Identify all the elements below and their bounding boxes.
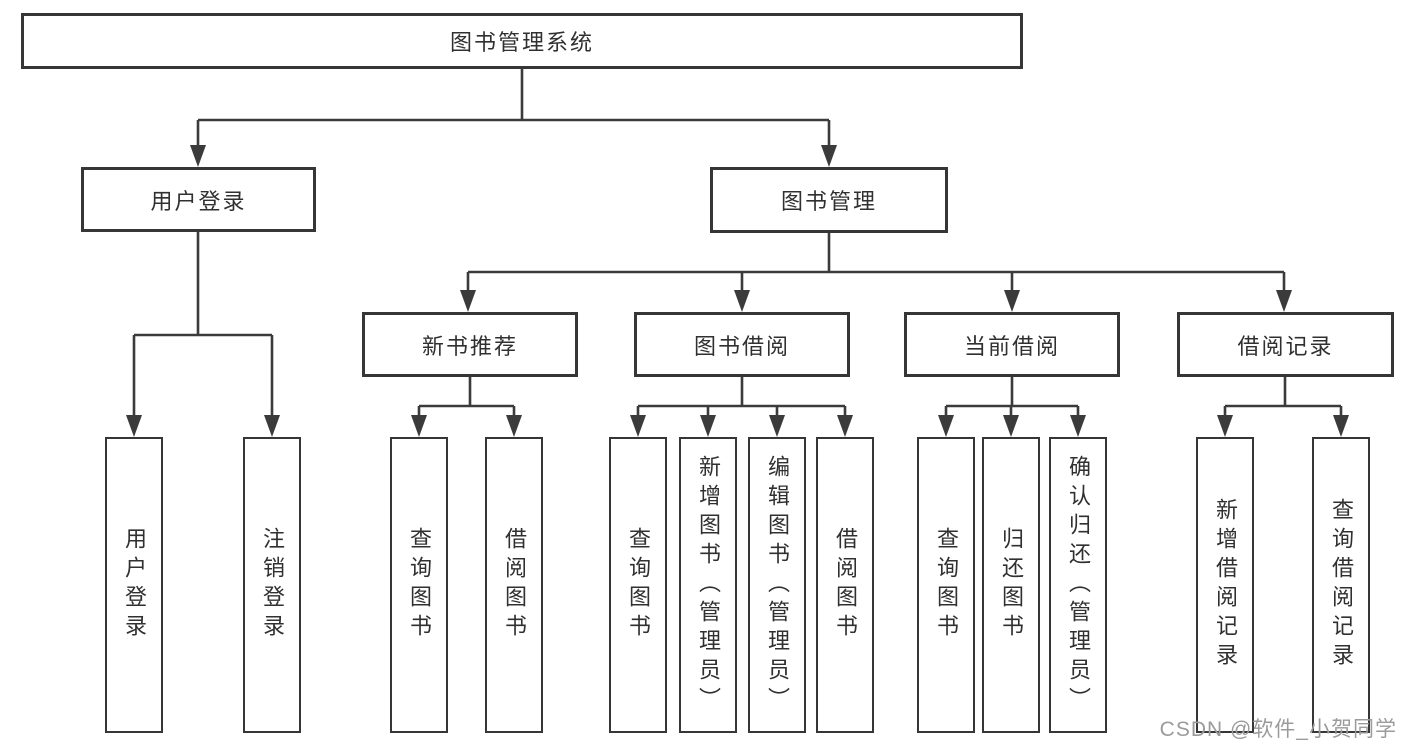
csdn-watermark: CSDN @软件_小贺同学 (1159, 718, 1397, 741)
node-leaf-query-books: 查询图书 (390, 437, 448, 733)
node-leaf-return-books: 归还图书 (982, 437, 1040, 733)
node-leaf-query-books-2: 查询图书 (609, 437, 667, 733)
leaf-label: 查询图书 (407, 527, 432, 643)
arrowheads (126, 145, 1349, 437)
node-leaf-borrow-books-2: 借阅图书 (816, 437, 874, 733)
node-borrow-records: 借阅记录 (1177, 312, 1394, 377)
leaf-label: 借阅图书 (502, 527, 527, 643)
leaf-label: 新增借阅记录 (1213, 498, 1238, 672)
leaf-label: 借阅图书 (833, 527, 858, 643)
node-leaf-query-books-3: 查询图书 (917, 437, 975, 733)
leaf-label: 新增图书（管理员） (696, 454, 721, 716)
node-leaf-edit-books-admin: 编辑图书（管理员） (748, 437, 806, 733)
node-root: 图书管理系统 (21, 13, 1023, 69)
node-leaf-logout: 注销登录 (243, 437, 301, 733)
leaf-label: 查询借阅记录 (1329, 498, 1354, 672)
leaf-label: 归还图书 (999, 527, 1024, 643)
leaf-label: 编辑图书（管理员） (765, 454, 790, 716)
node-leaf-query-borrow-record: 查询借阅记录 (1312, 437, 1370, 733)
node-user-login: 用户登录 (81, 167, 316, 232)
node-leaf-user-login: 用户登录 (105, 437, 163, 733)
node-new-book-recommend: 新书推荐 (362, 312, 578, 377)
node-leaf-confirm-return-admin: 确认归还（管理员） (1049, 437, 1107, 733)
leaf-label: 确认归还（管理员） (1066, 454, 1091, 716)
leaf-label: 注销登录 (260, 527, 285, 643)
leaf-label: 查询图书 (626, 527, 651, 643)
leaf-label: 用户登录 (122, 527, 147, 643)
node-book-borrow: 图书借阅 (634, 312, 850, 377)
node-current-borrow: 当前借阅 (904, 312, 1120, 377)
node-leaf-add-books-admin: 新增图书（管理员） (679, 437, 737, 733)
node-book-management: 图书管理 (710, 167, 948, 233)
leaf-label: 查询图书 (934, 527, 959, 643)
node-leaf-add-borrow-record: 新增借阅记录 (1196, 437, 1254, 733)
node-leaf-borrow-books: 借阅图书 (485, 437, 543, 733)
